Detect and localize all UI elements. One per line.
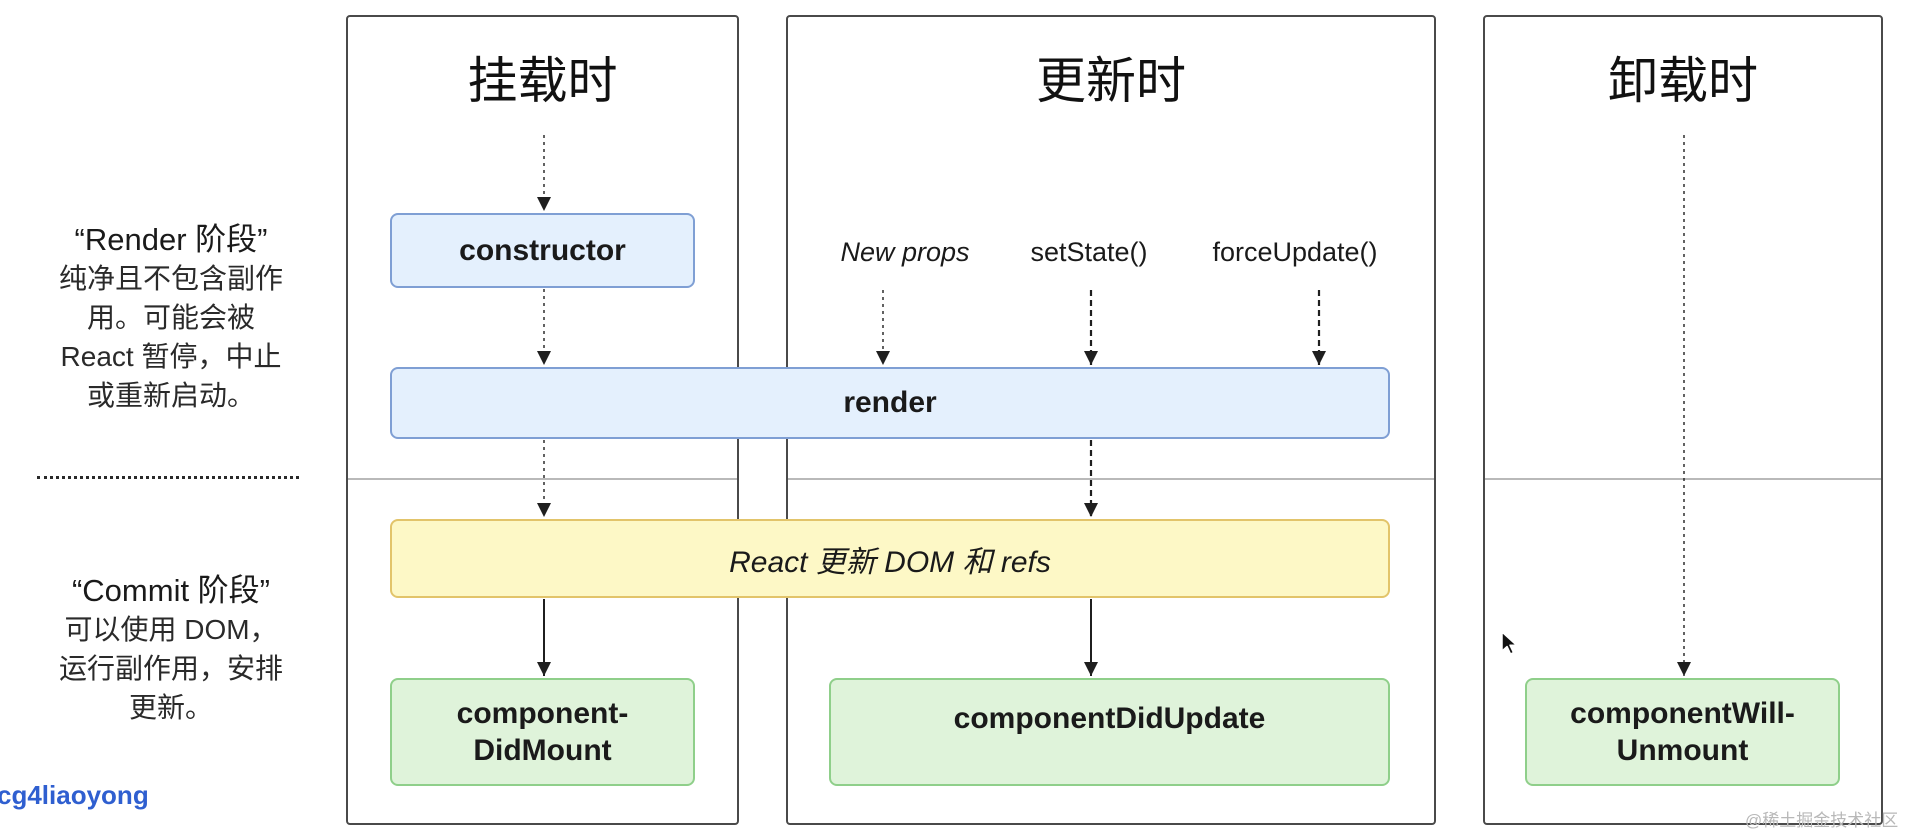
- did-mount-label-line1: component-: [456, 697, 629, 730]
- author-handle: cg4liaoyong: [0, 780, 149, 810]
- phase-divider-line: [348, 478, 737, 480]
- phase-separator-dotted-line: [37, 476, 299, 479]
- render-phase-description: “Render 阶段” 纯净且不包含副作 用。可能会被 React 暂停，中止 …: [21, 221, 321, 415]
- did-update-node: componentDidUpdate: [829, 678, 1390, 786]
- will-unmount-node: componentWill- Unmount: [1525, 678, 1840, 786]
- constructor-label: constructor: [459, 233, 626, 267]
- commit-phase-line: 可以使用 DOM，: [64, 614, 278, 645]
- phase-divider-line: [788, 478, 1434, 480]
- render-phase-line: 纯净且不包含副作: [58, 263, 283, 294]
- render-node: render: [390, 367, 1390, 439]
- commit-phase-line: 更新。: [128, 692, 213, 723]
- will-unmount-label-line2: Unmount: [1616, 734, 1749, 767]
- did-update-label: componentDidUpdate: [953, 702, 1266, 735]
- trigger-forceupdate: forceUpdate(): [1212, 237, 1378, 267]
- trigger-new-props: New props: [840, 237, 970, 267]
- commit-phase-description: “Commit 阶段” 可以使用 DOM， 运行副作用，安排 更新。: [21, 572, 321, 727]
- render-phase-line: 用。可能会被: [86, 302, 255, 333]
- phase-divider-line: [1485, 478, 1881, 480]
- commit-phase-line: 运行副作用，安排: [58, 653, 283, 684]
- render-phase-line: React 暂停，中止: [60, 341, 282, 372]
- update-dom-label: React 更新 DOM 和 refs: [729, 545, 1051, 579]
- did-mount-label-line2: DidMount: [473, 734, 612, 767]
- site-watermark: @稀土掘金技术社区: [1745, 811, 1899, 830]
- render-label: render: [843, 386, 937, 419]
- render-phase-line: 或重新启动。: [86, 380, 255, 411]
- update-column-title: 更新时: [1036, 53, 1186, 109]
- will-unmount-label-line1: componentWill-: [1570, 697, 1795, 730]
- unmount-column-title: 卸载时: [1608, 53, 1758, 109]
- render-phase-title: “Render 阶段”: [74, 222, 268, 257]
- trigger-setstate: setState(): [1030, 237, 1148, 267]
- update-dom-node: React 更新 DOM 和 refs: [390, 519, 1390, 598]
- mouse-cursor-icon: [1501, 631, 1518, 655]
- did-mount-node: component- DidMount: [390, 678, 695, 786]
- constructor-node: constructor: [390, 213, 695, 288]
- mount-column-title: 挂载时: [467, 53, 618, 109]
- commit-phase-title: “Commit 阶段”: [71, 573, 271, 608]
